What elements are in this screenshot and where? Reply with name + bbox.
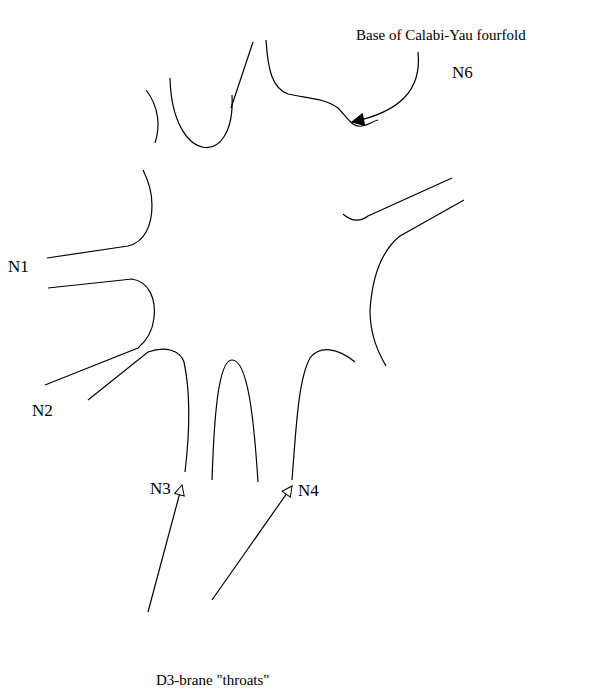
caption-label: Base of Calabi-Yau fourfold [356, 27, 526, 44]
throat-label: N4 [298, 482, 319, 501]
outline-arch [212, 360, 258, 482]
throat-label: N2 [32, 402, 53, 421]
throat-label: N6 [452, 64, 473, 83]
caption-label: D3-brane "throats" [156, 672, 269, 689]
leader-arrow [148, 485, 182, 612]
throat-label: N3 [150, 480, 171, 499]
outline-throat-edge [47, 170, 152, 258]
outline-throat-edge [45, 279, 154, 385]
outline-throat-edge [343, 178, 452, 220]
leader-arrow [352, 52, 418, 122]
outline-throat-edge [88, 349, 189, 472]
base-outline [45, 40, 464, 482]
leader-arrow [212, 486, 292, 600]
outline-u-throat [170, 78, 232, 148]
throat-label: N1 [8, 258, 29, 277]
outline-throat-edge [231, 42, 253, 108]
outline-arc [146, 90, 158, 143]
outline-rim [266, 40, 378, 126]
outline-throat-edge [292, 350, 355, 480]
outline-rim [370, 200, 464, 366]
